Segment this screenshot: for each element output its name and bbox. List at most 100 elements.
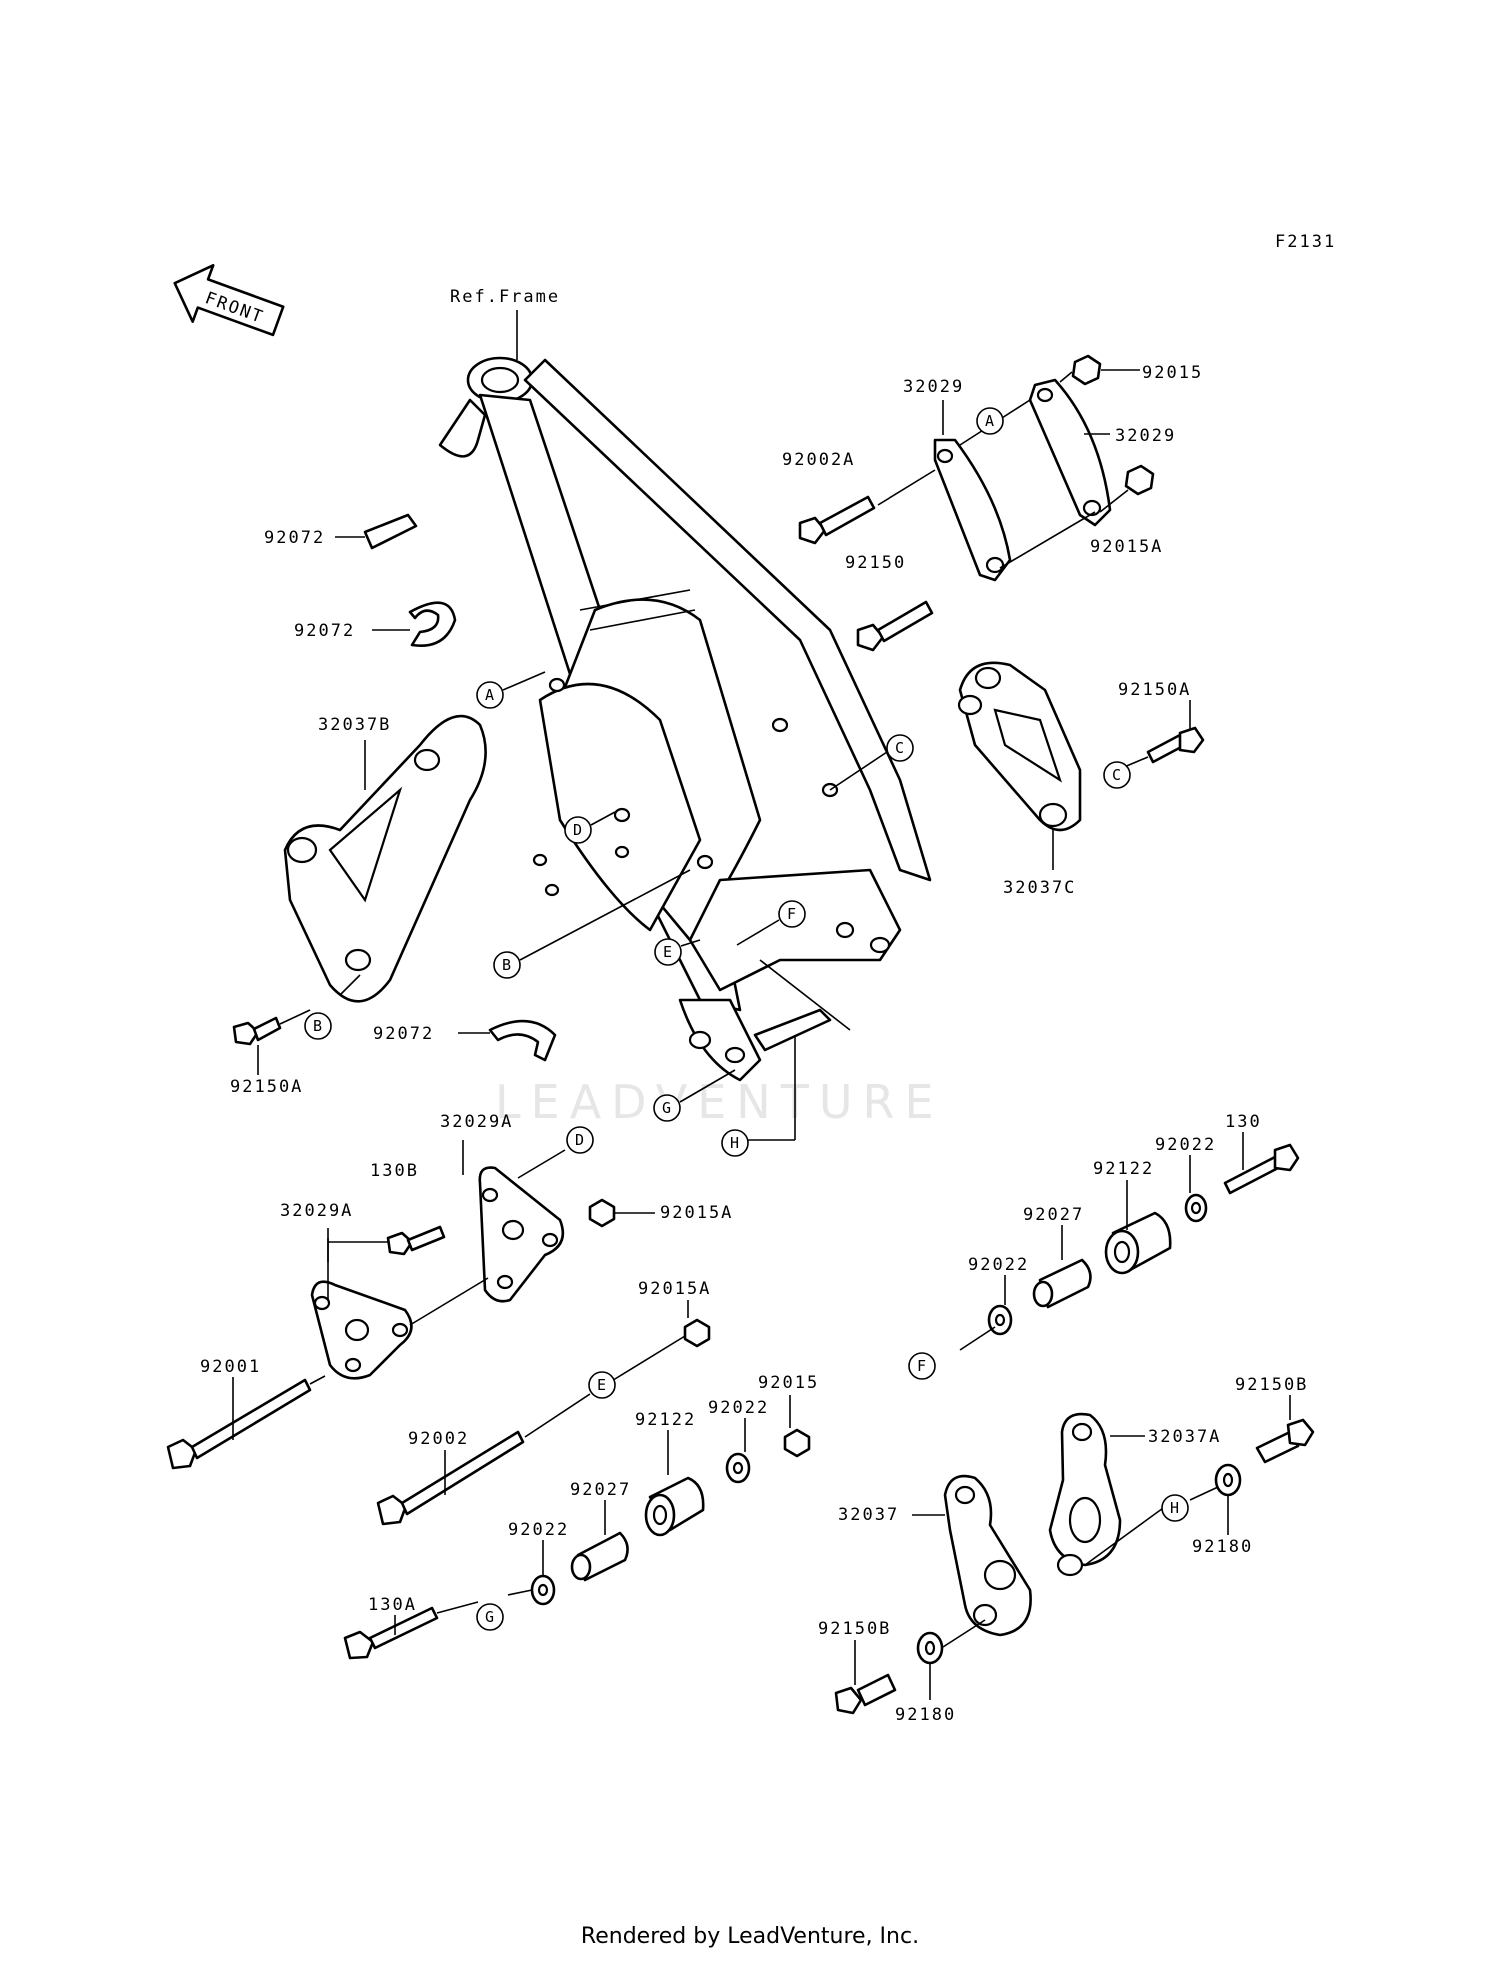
label-92072-c: 92072: [373, 1024, 434, 1044]
svg-text:A: A: [485, 686, 494, 704]
svg-text:F: F: [917, 1357, 926, 1375]
svg-text:E: E: [663, 943, 672, 961]
label-92150B-right: 92150B: [1235, 1375, 1308, 1395]
label-92027-right: 92027: [1023, 1205, 1084, 1225]
ref-F-frame: F: [778, 900, 806, 928]
nut-92015-low: [783, 1428, 811, 1458]
label-32037A: 32037A: [1148, 1427, 1221, 1447]
ref-E-frame: E: [654, 938, 682, 966]
svg-text:G: G: [485, 1608, 494, 1626]
svg-text:H: H: [1170, 1499, 1179, 1517]
ref-D-plate: D: [566, 1126, 594, 1154]
ref-C-bolt: C: [1103, 761, 1131, 789]
ref-B-bolt: B: [304, 1012, 332, 1040]
bracket-32037B: [283, 714, 487, 1003]
svg-text:D: D: [575, 1131, 584, 1149]
bracket-32029-left: [933, 438, 1012, 582]
label-32029-right: 32029: [1115, 426, 1176, 446]
svg-text:A: A: [985, 412, 994, 430]
clip-92072-b: [408, 601, 457, 648]
front-arrow-icon: FRONT: [173, 263, 285, 337]
label-92150B-left: 92150B: [818, 1619, 891, 1639]
washer-92022-a: [725, 1452, 751, 1484]
nut-92015A-top: [1124, 464, 1155, 496]
link-32037: [943, 1474, 1032, 1637]
washer-92180-right: [1214, 1463, 1242, 1497]
diagram-code: F2131: [1275, 232, 1336, 252]
bushing-92122-left: [644, 1476, 705, 1537]
spacer-92027-left: [570, 1531, 629, 1582]
label-92015A-top: 92015A: [1090, 537, 1163, 557]
ref-G-frame: G: [653, 1094, 681, 1122]
label-92002A: 92002A: [782, 450, 855, 470]
bolt-92150B-right: [1255, 1418, 1315, 1464]
bolt-130A: [343, 1606, 439, 1660]
bracket-32037C: [957, 661, 1082, 832]
label-130: 130: [1225, 1112, 1262, 1132]
label-92180-right: 92180: [1192, 1537, 1253, 1557]
nut-92015A-mid: [588, 1198, 616, 1228]
svg-text:G: G: [662, 1099, 671, 1117]
bolt-92002: [376, 1430, 525, 1526]
label-92150A-right: 92150A: [1118, 680, 1191, 700]
washer-92022-b: [530, 1574, 556, 1606]
ref-C-frame: C: [886, 734, 914, 762]
label-92015A-mid: 92015A: [660, 1203, 733, 1223]
label-92027-left: 92027: [570, 1480, 631, 1500]
link-32037A: [1048, 1412, 1122, 1577]
label-92015-low: 92015: [758, 1373, 819, 1393]
label-92072-a: 92072: [264, 528, 325, 548]
plate-32029A-upper: [478, 1166, 565, 1303]
label-92015A-low: 92015A: [638, 1279, 711, 1299]
bolt-92150B-left: [834, 1673, 897, 1715]
footer-credit: Rendered by LeadVenture, Inc.: [580, 1924, 920, 1949]
label-92022-d: 92022: [968, 1255, 1029, 1275]
label-92150: 92150: [845, 553, 906, 573]
svg-text:B: B: [502, 956, 511, 974]
bolt-92150A-left: [232, 1016, 282, 1046]
spacer-92027-right: [1032, 1258, 1092, 1309]
svg-text:C: C: [1112, 766, 1121, 784]
label-32029-left: 32029: [903, 377, 964, 397]
ref-H-link: H: [1161, 1494, 1189, 1522]
label-92022-a: 92022: [708, 1398, 769, 1418]
bolt-92150: [856, 600, 934, 652]
label-92001: 92001: [200, 1357, 261, 1377]
label-32037C: 32037C: [1003, 878, 1076, 898]
label-92150A-left: 92150A: [230, 1077, 303, 1097]
nut-92015A-low: [683, 1318, 711, 1348]
label-130A: 130A: [368, 1595, 417, 1615]
ref-E-bolt: E: [588, 1371, 616, 1399]
label-32029A-upper: 32029A: [440, 1112, 513, 1132]
svg-text:D: D: [573, 821, 582, 839]
ref-H-frame: H: [721, 1129, 749, 1157]
ref-F-washer: F: [908, 1352, 936, 1380]
label-92072-b: 92072: [294, 621, 355, 641]
label-92022-b: 92022: [508, 1520, 569, 1540]
ref-D-frame: D: [564, 816, 592, 844]
svg-text:F: F: [787, 905, 796, 923]
svg-text:B: B: [313, 1017, 322, 1035]
ref-A-frame: A: [476, 681, 504, 709]
ref-B-frame: B: [493, 951, 521, 979]
watermark: LEADVENTURE: [495, 1075, 944, 1129]
label-92180-left: 92180: [895, 1705, 956, 1725]
label-130B: 130B: [370, 1161, 419, 1181]
label-32029A-lower: 32029A: [280, 1201, 353, 1221]
label-32037B: 32037B: [318, 715, 391, 735]
clip-92072-a: [363, 513, 418, 550]
label-92015-top: 92015: [1142, 363, 1203, 383]
bracket-32029-right: [1028, 378, 1112, 527]
clip-92072-c: [488, 1019, 557, 1062]
plate-32029A-lower: [310, 1280, 413, 1380]
bolt-92001: [166, 1378, 312, 1470]
nut-92015-top: [1071, 354, 1102, 386]
ref-frame-label: Ref.Frame: [450, 287, 560, 307]
washer-92022-d: [987, 1304, 1013, 1336]
label-92122-left: 92122: [635, 1410, 696, 1430]
ref-A-bracket: A: [976, 407, 1004, 435]
svg-text:H: H: [730, 1134, 739, 1152]
bushing-92122-right: [1104, 1211, 1172, 1275]
ref-G-bolt: G: [476, 1603, 504, 1631]
